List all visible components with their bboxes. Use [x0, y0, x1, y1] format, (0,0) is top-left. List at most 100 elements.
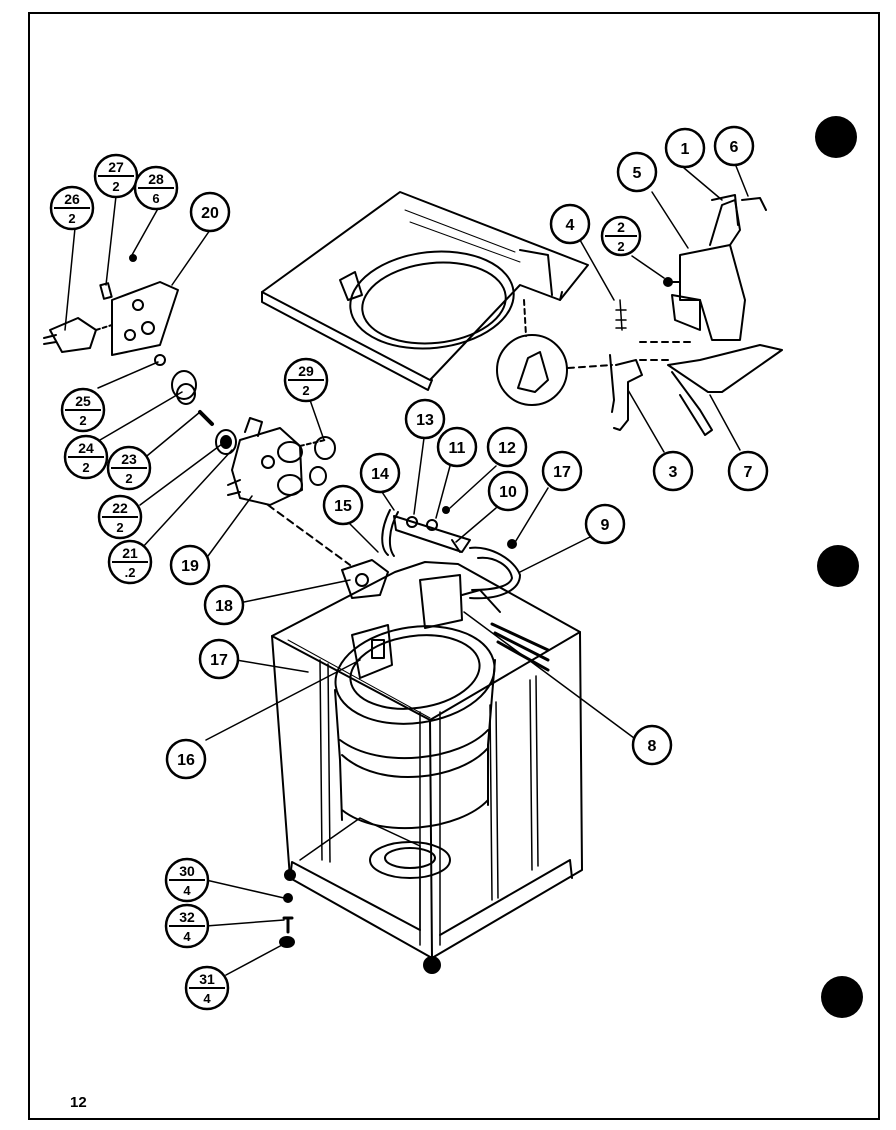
callout-c24: 242 [63, 434, 109, 480]
leader-lines [64, 165, 749, 976]
callout-c5: 5 [616, 151, 658, 193]
callout-circle [165, 738, 207, 780]
callout-circle [486, 426, 528, 468]
callout-part-number: 23 [121, 451, 137, 467]
callout-circle [169, 544, 211, 586]
callout-part-number: 19 [181, 558, 199, 575]
callout-c2: 22 [600, 215, 642, 257]
callout-part-number: 12 [498, 440, 516, 457]
callout-c28: 286 [133, 165, 179, 211]
callout-c6: 6 [713, 125, 755, 167]
callout-circle [541, 450, 583, 492]
callout-part-number: 16 [177, 752, 195, 769]
callout-c29: 292 [283, 357, 329, 403]
callout-circle [664, 127, 706, 169]
callout-circle [198, 638, 240, 680]
callout-quantity: 2 [79, 413, 86, 428]
callout-circle [616, 151, 658, 193]
callout-quantity: 2 [125, 471, 132, 486]
callout-quantity: 6 [152, 191, 159, 206]
callout-quantity: 4 [183, 929, 191, 944]
callout-c32: 324 [164, 903, 210, 949]
callout-quantity: 2 [82, 460, 89, 475]
callout-quantity: 2 [68, 211, 75, 226]
callout-c10: 10 [487, 470, 529, 512]
callout-quantity: 4 [183, 883, 191, 898]
pressure-switch [341, 559, 389, 599]
callout-circle [727, 450, 769, 492]
callout-part-number: 30 [179, 863, 195, 879]
callout-circle [404, 398, 446, 440]
page-number: 12 [70, 1094, 87, 1111]
callout-c17a: 17 [541, 450, 583, 492]
callout-c17b: 17 [198, 638, 240, 680]
callout-part-number: 10 [499, 484, 517, 501]
binder-hole-middle [817, 545, 859, 587]
callout-c13: 13 [404, 398, 446, 440]
callout-c7: 7 [727, 450, 769, 492]
callout-part-number: 6 [730, 139, 739, 156]
callout-part-number: 2 [617, 219, 625, 235]
callout-quantity: 2 [302, 383, 309, 398]
callout-part-number: 3 [669, 464, 678, 481]
callout-quantity: .2 [125, 565, 136, 580]
callout-part-number: 28 [148, 171, 164, 187]
callout-circle [189, 191, 231, 233]
callout-c18: 18 [203, 584, 245, 626]
callout-part-number: 11 [449, 440, 466, 457]
callout-c26: 262 [49, 185, 95, 231]
callout-quantity: 2 [116, 520, 123, 535]
callout-part-number: 20 [201, 205, 219, 222]
callout-c16: 16 [165, 738, 207, 780]
callout-circle [203, 584, 245, 626]
lid-switch-detail [496, 299, 613, 406]
callout-circle [652, 450, 694, 492]
washer-cabinet [271, 561, 583, 974]
callout-part-number: 18 [215, 598, 233, 615]
callout-part-number: 13 [416, 412, 434, 429]
water-inlet-valve-assembly [43, 254, 351, 566]
callout-part-number: 8 [648, 738, 657, 755]
callout-c20: 20 [189, 191, 231, 233]
callout-c22: 222 [97, 494, 143, 540]
callout-circle [631, 724, 673, 766]
callout-part-number: 25 [75, 393, 91, 409]
callout-circle [549, 203, 591, 245]
callout-c14: 14 [359, 452, 401, 494]
callout-part-number: 15 [334, 498, 352, 515]
washer-tub [334, 574, 501, 879]
callout-circle [584, 503, 626, 545]
console-switch-assembly [609, 194, 783, 436]
callout-c12: 12 [486, 426, 528, 468]
binder-hole-top [815, 116, 857, 158]
callout-part-number: 14 [371, 466, 389, 483]
callout-circle [359, 452, 401, 494]
callout-part-number: 29 [298, 363, 314, 379]
callout-part-number: 21 [122, 545, 138, 561]
callout-circle [487, 470, 529, 512]
callout-part-number: 7 [744, 464, 753, 481]
callout-part-number: 5 [633, 165, 642, 182]
callout-c23: 232 [106, 445, 152, 491]
callout-part-number: 22 [112, 500, 128, 516]
callout-part-number: 4 [566, 217, 575, 234]
callout-part-number: 27 [108, 159, 124, 175]
callout-c27: 272 [93, 153, 139, 199]
callout-circle [436, 426, 478, 468]
callout-c4: 4 [549, 203, 591, 245]
callout-part-number: 9 [601, 517, 610, 534]
callout-c21: 21.2 [107, 539, 153, 585]
callout-c15: 15 [322, 484, 364, 526]
drawing-border [28, 12, 880, 1120]
callout-quantity: 4 [203, 991, 211, 1006]
callout-part-number: 24 [78, 440, 94, 456]
callout-circle [322, 484, 364, 526]
callout-part-number: 17 [553, 464, 571, 481]
callout-quantity: 2 [617, 239, 624, 254]
callout-c1: 1 [664, 127, 706, 169]
callout-c31: 314 [184, 965, 230, 1011]
callout-part-number: 31 [199, 971, 215, 987]
callout-c30: 304 [164, 857, 210, 903]
